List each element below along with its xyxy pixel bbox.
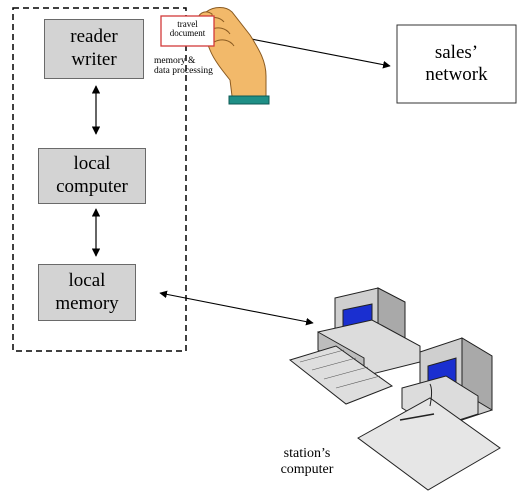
station-computer-label: station’s computer — [280, 446, 334, 478]
sales-network-label: sales’ network — [425, 42, 488, 85]
station-computer-icon — [288, 287, 501, 491]
travel-document-label: travel document — [169, 19, 206, 39]
memory-processing-label: memory & data processing — [154, 56, 213, 76]
local-computer-box: local computer — [38, 148, 146, 204]
device-boundary — [12, 7, 187, 352]
travel-document-card — [160, 15, 215, 47]
reader-writer-box: reader writer — [44, 19, 144, 79]
sales-network-box — [396, 24, 517, 104]
arrow-memory-station — [159, 290, 314, 326]
local-memory-box: local memory — [38, 264, 136, 321]
